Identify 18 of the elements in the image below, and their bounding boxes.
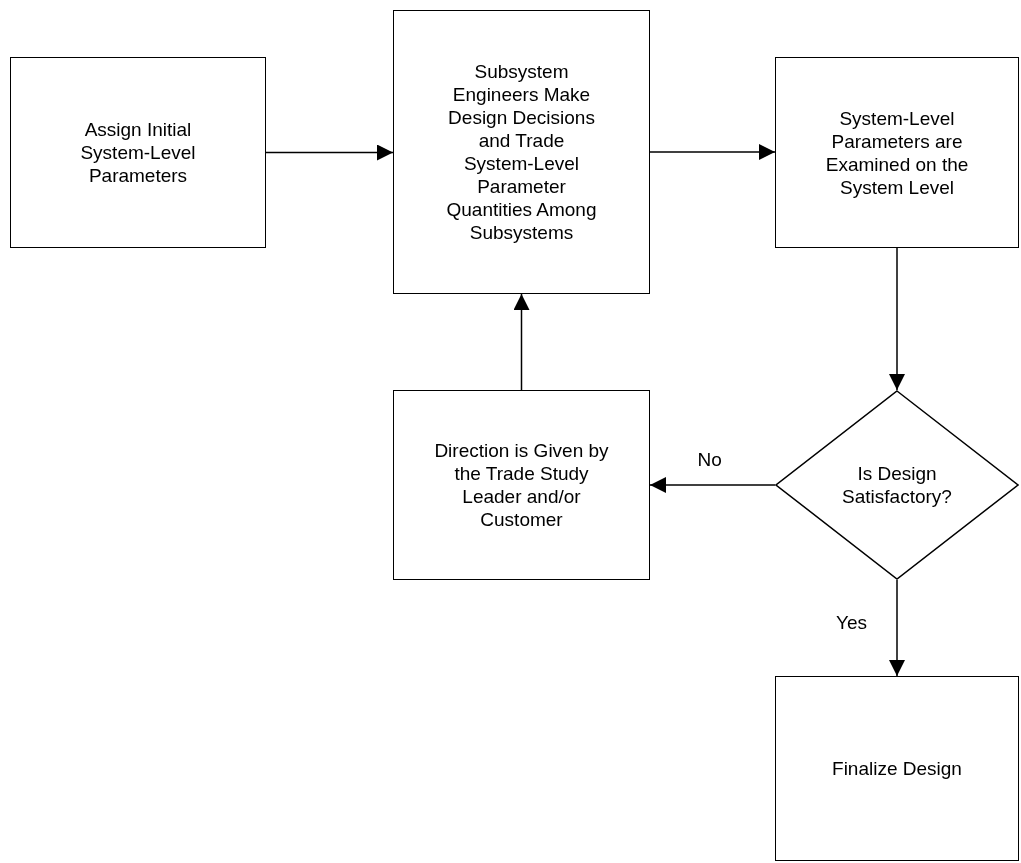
decision-diamond <box>775 390 1019 580</box>
node-text: Finalize Design <box>832 757 962 780</box>
node-text: System-Level Parameters are Examined on the System Level <box>824 106 970 199</box>
process-box <box>775 676 1019 861</box>
process-box <box>393 10 650 294</box>
arrow <box>889 579 905 677</box>
arrow <box>649 477 776 493</box>
node-text: Assign Initial System-Level Parameters <box>79 118 197 187</box>
arrow <box>889 247 905 391</box>
process-box <box>393 390 650 580</box>
node-text: Is Design Satisfactory? <box>841 462 953 508</box>
arrow <box>265 144 394 161</box>
node-text: Direction is Given by the Trade Study Leader and/or Customer <box>433 439 610 531</box>
arrow <box>649 144 776 160</box>
arrow <box>513 293 530 391</box>
node-text: Subsystem Engineers Make Design Decisions and Trade System-Level Parameter Quantities Among Subsystems <box>445 60 598 244</box>
process-box <box>10 57 266 248</box>
process-box <box>775 57 1019 248</box>
